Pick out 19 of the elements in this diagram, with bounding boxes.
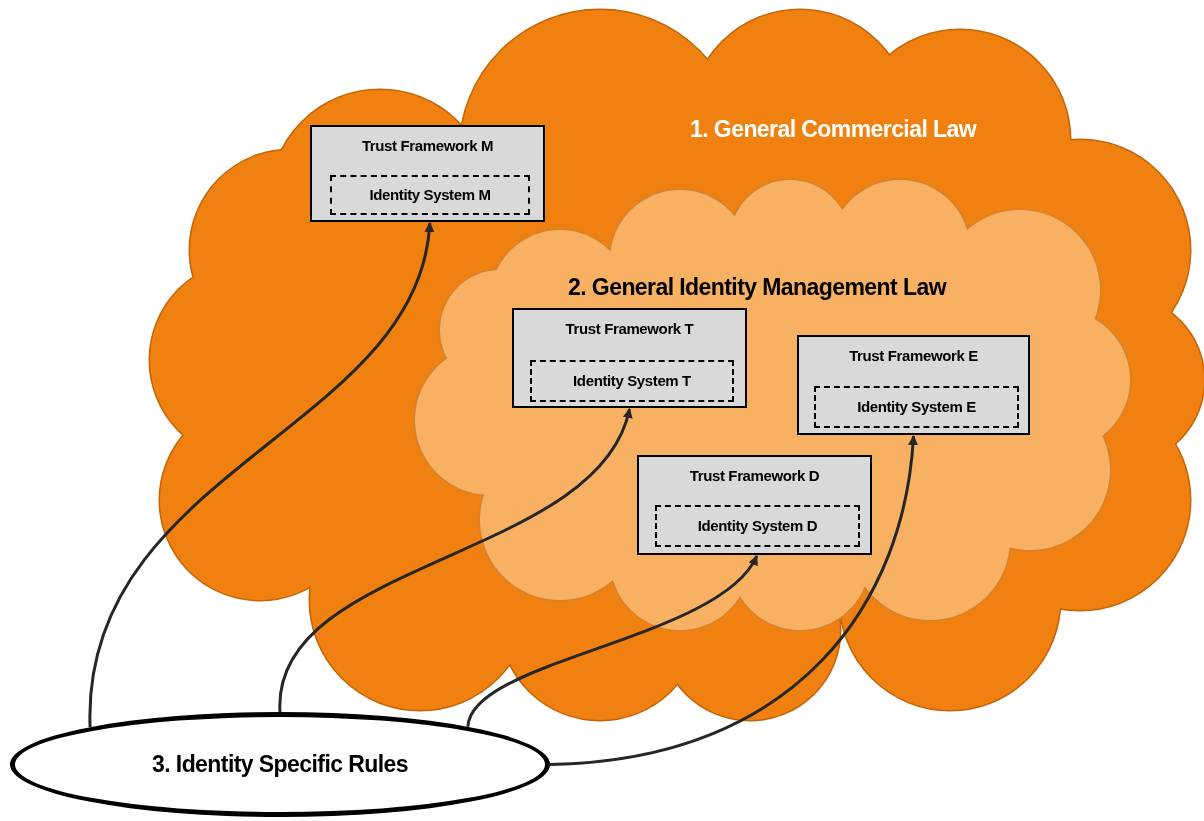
cloud-title: 1. General Commercial Law: [690, 115, 977, 144]
arrow: [88, 222, 434, 728]
framework-box: [637, 455, 872, 555]
system-box: Identity System D: [655, 505, 860, 547]
framework-title: Trust Framework T: [564, 319, 695, 339]
framework-box: [797, 335, 1030, 435]
arrow: [549, 435, 918, 766]
system-box: Identity System M: [330, 175, 530, 215]
system-box: Identity System T: [530, 360, 734, 402]
framework-box: [512, 308, 747, 408]
cloud-title: 2. General Identity Management Law: [568, 273, 946, 302]
framework-title: Trust Framework E: [848, 346, 979, 366]
arrow: [466, 555, 759, 728]
system-box: Identity System E: [814, 386, 1019, 428]
arrow: [278, 408, 631, 713]
framework-title: Trust Framework D: [688, 466, 821, 486]
framework-title: Trust Framework M: [360, 136, 495, 156]
rules-ellipse: 3. Identity Specific Rules: [10, 712, 550, 817]
framework-box: [310, 125, 545, 222]
